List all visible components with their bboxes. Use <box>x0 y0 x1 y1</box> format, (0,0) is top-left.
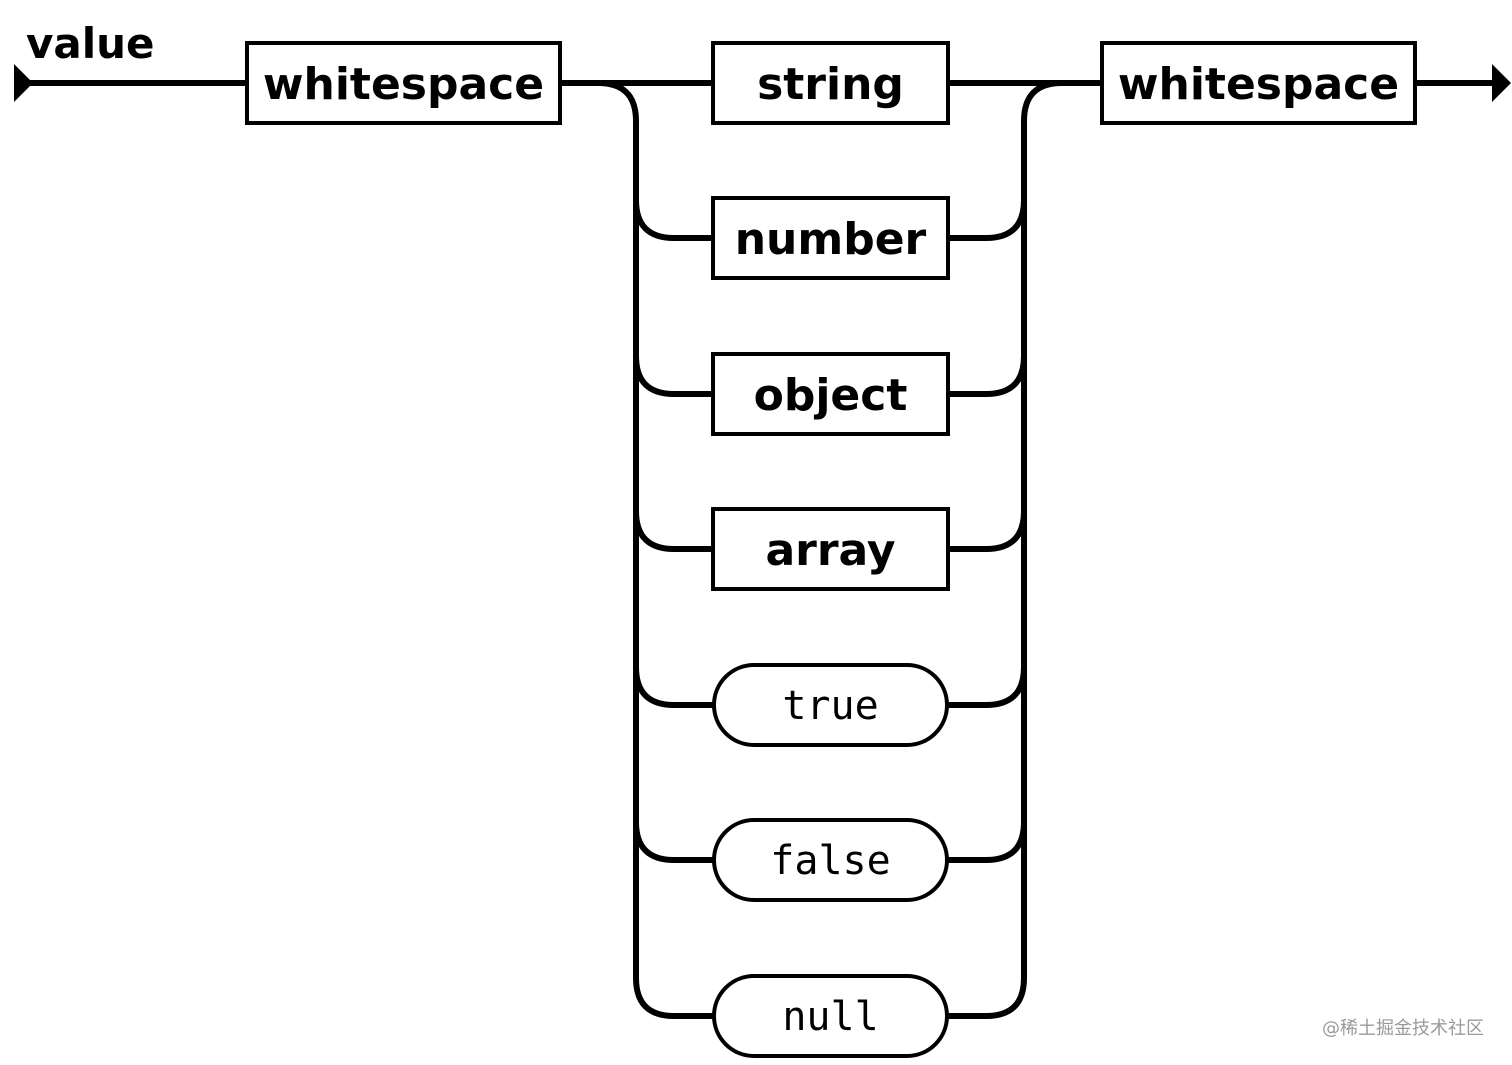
start-whitespace-label: whitespace <box>263 59 544 110</box>
right-trunk <box>1021 80 1063 978</box>
start-whitespace-node: whitespace <box>245 41 562 125</box>
branch-node-false: false <box>712 818 949 902</box>
end-whitespace-label: whitespace <box>1118 59 1399 110</box>
diagram-title: value <box>26 19 155 68</box>
branch-label-false: false <box>770 838 890 884</box>
branch-label-true: true <box>782 683 878 729</box>
end-arrow-icon <box>1492 64 1511 102</box>
rails <box>20 80 1492 1019</box>
branch-node-object: object <box>711 352 950 436</box>
branch-label-number: number <box>735 214 927 265</box>
branch-connector-true <box>633 666 1027 708</box>
branch-connector-array <box>633 510 1027 552</box>
branch-connector-number <box>633 199 1027 241</box>
end-whitespace-node: whitespace <box>1100 41 1417 125</box>
branch-connector-object <box>633 355 1027 397</box>
branch-node-true: true <box>712 663 949 747</box>
branch-label-string: string <box>757 59 904 110</box>
branch-node-string: string <box>711 41 950 125</box>
branch-node-array: array <box>711 507 950 591</box>
branch-label-object: object <box>754 370 908 421</box>
branch-node-null: null <box>712 974 949 1058</box>
start-marker-icon <box>14 64 33 102</box>
branch-label-array: array <box>765 525 895 576</box>
branch-node-number: number <box>711 196 950 280</box>
branch-connector-null <box>633 977 1027 1019</box>
branch-connector-false <box>633 821 1027 863</box>
branch-label-null: null <box>782 994 878 1040</box>
watermark: @稀土掘金技术社区 <box>1322 1018 1484 1039</box>
left-trunk <box>597 80 639 978</box>
